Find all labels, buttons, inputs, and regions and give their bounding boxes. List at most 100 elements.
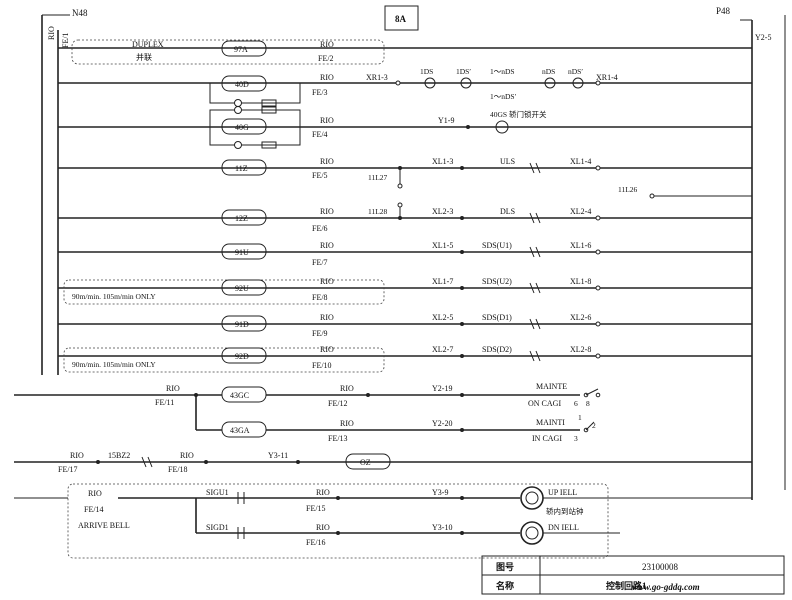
r11-term1: Y2-20 xyxy=(432,419,452,428)
r11-fe: FE/13 xyxy=(328,434,348,443)
r2-fe: FE/3 xyxy=(312,88,328,97)
r14-bell-inner xyxy=(525,526,539,540)
r12-term1-node xyxy=(296,460,300,464)
r9-rio: RIO xyxy=(320,345,334,354)
r7-relay-coil xyxy=(221,279,267,296)
r3-resistor xyxy=(261,141,277,149)
r11-rio: RIO xyxy=(340,419,354,428)
r7-relay-label: 92U xyxy=(235,284,249,293)
r13-box-rio: RIO xyxy=(88,489,102,498)
r10-switch-pin2 xyxy=(595,392,601,398)
r2-relay-label: 40D xyxy=(235,80,249,89)
arrive-bell-box xyxy=(67,483,609,559)
r12-mid-node xyxy=(204,460,208,464)
r12-relay-label: OZ xyxy=(360,458,371,467)
r6-term2: XL1-6 xyxy=(570,241,591,250)
right-terminal-label: Y2-5 xyxy=(755,33,771,42)
r3-diode-lamp xyxy=(234,141,242,149)
r5-tap-label: 11L28 xyxy=(368,207,388,216)
r13-sig-contact xyxy=(237,492,245,504)
r5-fe: FE/6 xyxy=(312,224,328,233)
title-block-no-label: 图号 xyxy=(496,562,514,572)
r4-relay-label: 11Z xyxy=(235,164,248,173)
r7-option-note: 90m/min. 105m/min ONLY xyxy=(72,292,156,301)
title-block-no-value: 23100008 xyxy=(642,562,679,572)
r7-term1-node xyxy=(460,286,464,290)
r7-term1: XL1-7 xyxy=(432,277,453,286)
r13-rio: RIO xyxy=(316,488,330,497)
r14-rio: RIO xyxy=(316,523,330,532)
r10-rio: RIO xyxy=(340,384,354,393)
r9-term2-node xyxy=(595,353,601,359)
r9-relay-coil xyxy=(221,347,267,364)
r4-term2: XL1-4 xyxy=(570,157,591,166)
r13-term1: Y3-9 xyxy=(432,488,448,497)
r14-bell-outer xyxy=(520,521,544,545)
r7-switch xyxy=(529,282,541,294)
r3-relay-label: 40G xyxy=(235,123,249,132)
r3-term1: Y1-9 xyxy=(438,116,454,125)
r3-lamp-label: 40GS 轿门锁开关 xyxy=(490,109,547,119)
r6-fe: FE/7 xyxy=(312,258,328,267)
r10-term1: Y2-19 xyxy=(432,384,452,393)
r1-fe: FE/2 xyxy=(318,54,334,63)
r3-resistor-top xyxy=(261,106,277,114)
r13-sig-label: SIGU1 xyxy=(206,488,229,497)
r3-suppressor-loop-top xyxy=(209,109,301,127)
r9-switch xyxy=(529,350,541,362)
r8-rio: RIO xyxy=(320,313,334,322)
r9-fe: FE/10 xyxy=(312,361,332,370)
r5-term1: XL2-3 xyxy=(432,207,453,216)
r4-term2-node xyxy=(595,165,601,171)
r4-switch-label: ULS xyxy=(500,157,515,166)
r4-switch xyxy=(529,162,541,174)
r6-switch xyxy=(529,246,541,258)
r2-c2: 1DS′ xyxy=(456,67,471,76)
r13-bell-label: UP IELL xyxy=(548,488,577,497)
r12-rio-left: RIO xyxy=(70,451,84,460)
r5-term2-node xyxy=(595,215,601,221)
r7-rio: RIO xyxy=(320,277,334,286)
r5-relay-label: 12Z xyxy=(235,214,248,223)
r7-option-box xyxy=(63,279,385,305)
r2-term1: XR1-3 xyxy=(366,73,388,82)
r11-switch-arm xyxy=(585,421,595,431)
title-block-name-label: 名称 xyxy=(496,580,514,591)
r12-fe-left: FE/17 xyxy=(58,465,78,474)
r13-fe: FE/15 xyxy=(306,504,326,513)
left-riser-label-a: RIO xyxy=(47,26,56,40)
r1-duplex-label: DUPLEX xyxy=(132,40,164,49)
r5-relay-coil xyxy=(221,209,267,226)
r2-c2-contact xyxy=(460,77,472,89)
r1-rio: RIO xyxy=(320,40,334,49)
r14-sig-label: SIGD1 xyxy=(206,523,229,532)
r5-switch xyxy=(529,212,541,224)
r6-rio: RIO xyxy=(320,241,334,250)
r11-relay-label: 43GA xyxy=(230,426,250,435)
r2-c3: nDS xyxy=(542,67,555,76)
r8-switch xyxy=(529,318,541,330)
r4-side-label: 11L26 xyxy=(618,185,638,194)
r9-switch-label: SDS(D2) xyxy=(482,345,512,354)
r4-relay-coil xyxy=(221,159,267,176)
r9-option-note: 90m/min. 105m/min ONLY xyxy=(72,360,156,369)
r13-term1-node xyxy=(460,496,464,500)
r6-relay-label: 91U xyxy=(235,248,249,257)
r4-tap-term xyxy=(397,183,403,189)
r12-relay-coil xyxy=(345,453,391,470)
r7-term2: XL1-8 xyxy=(570,277,591,286)
r6-relay-coil xyxy=(221,243,267,260)
r2-term2: XR1-4 xyxy=(596,73,618,82)
r4-tap-label: 11L27 xyxy=(368,173,388,182)
r10-pin-a: 6 xyxy=(574,399,578,408)
r2-range-top: 1～nDS xyxy=(490,67,515,76)
r14-term1-node xyxy=(460,531,464,535)
r3-term1-node xyxy=(466,125,470,129)
r4-fe: FE/5 xyxy=(312,171,328,180)
r6-switch-label: SDS(U1) xyxy=(482,241,512,250)
r5-rio: RIO xyxy=(320,207,334,216)
r2-c1: 1DS xyxy=(420,67,433,76)
r14-sig-contact xyxy=(237,527,245,539)
r12-contact xyxy=(141,456,153,468)
